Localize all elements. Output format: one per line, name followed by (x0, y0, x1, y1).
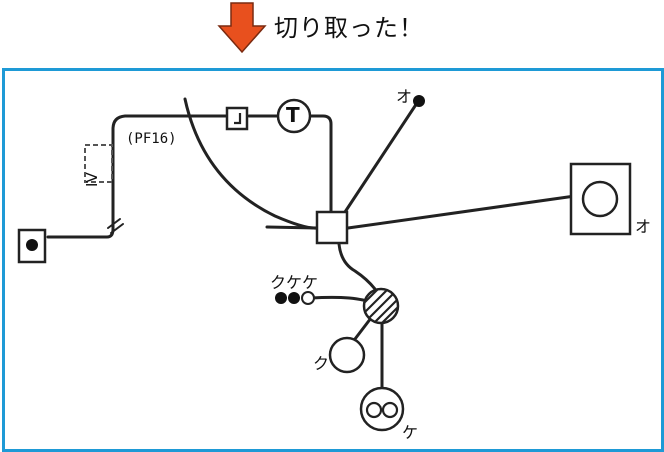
caption-text: 切り取った！ (274, 14, 424, 42)
wire-box-to-right-outlet (346, 194, 577, 230)
outlet-top-label: オ (396, 87, 413, 106)
timer-label: T (286, 103, 300, 127)
switch-small-box (225, 106, 249, 131)
header: 切り取った！ (0, 0, 664, 62)
wire-timer-to-box (307, 114, 333, 213)
switch-group-dots (275, 291, 315, 305)
diagram-panel: (PF16) IV T オ オ クケケ ク ケ (2, 68, 664, 452)
wire-switch-to-ceiling (309, 295, 365, 302)
down-arrow-icon (217, 2, 267, 54)
wiring-diagram (17, 95, 632, 432)
lamp-k-label: ク (313, 354, 330, 373)
down-arrow-shape (217, 2, 267, 54)
slash-mark-2 (110, 223, 124, 234)
wire-box-left-stub (265, 225, 319, 230)
timer-symbol (276, 98, 312, 134)
wire-ceiling-to-lamp (353, 316, 373, 341)
ceiling-hatched-circle (362, 287, 400, 325)
outlet-top-dot (413, 95, 425, 107)
wire-box-to-top-outlet (343, 101, 419, 214)
junction-box (315, 210, 349, 245)
outlet-left (17, 228, 47, 264)
wire-box-to-ceiling (337, 242, 377, 291)
fluorescent-lamp-symbol (359, 386, 405, 432)
lamp-ke-label: ケ (402, 423, 419, 442)
wire-type-label: IV (83, 172, 101, 187)
switch-group-label: クケケ (270, 273, 319, 292)
outlet-right-box (569, 162, 632, 236)
outlet-right-label: オ (635, 217, 652, 236)
conduit-label: (PF16) (126, 131, 177, 147)
lamp-k-circle (328, 336, 366, 374)
slash-mark-1 (107, 218, 121, 229)
